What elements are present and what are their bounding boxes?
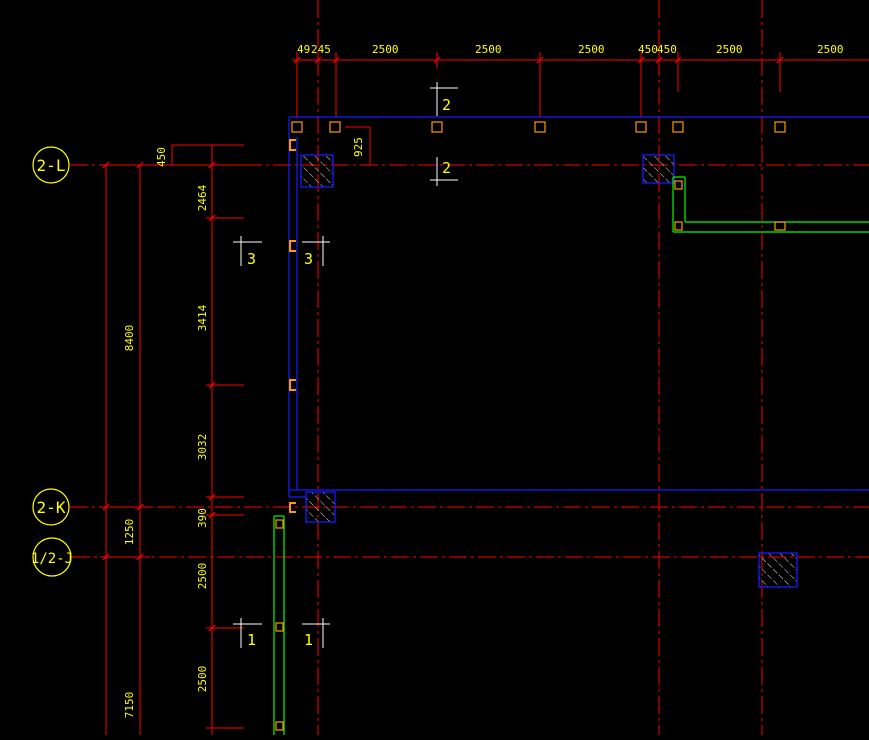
section-label: 2 (442, 96, 451, 114)
dim-text-inner: 3032 (196, 434, 209, 461)
axis-labels: 2-L 2-K 1/2-J (31, 156, 73, 567)
dim-text: 450 (638, 43, 658, 56)
section-label: 1 (247, 631, 256, 649)
axis-bubble-1-2J (32, 537, 72, 577)
axis-label-2K: 2-K (37, 498, 66, 517)
dim-text-inner: 2464 (196, 184, 209, 211)
dim-text: 2500 (817, 43, 844, 56)
dim-text: 2500 (475, 43, 502, 56)
dim-text: 245 (311, 43, 331, 56)
axis-label-1-2J: 1/2-J (31, 551, 73, 567)
dim-text-inner: 450 (155, 147, 168, 167)
dim-text: 2500 (372, 43, 399, 56)
section-label: 3 (304, 250, 313, 268)
column-2K-left (305, 491, 336, 523)
dim-text-inner: 390 (196, 508, 209, 528)
embedded-anchors (275, 121, 786, 731)
section-label: 3 (247, 250, 256, 268)
axis-bubble-2L (32, 146, 70, 184)
section-mark-texts: 2 2 3 3 1 1 (247, 96, 451, 649)
section-label: 1 (304, 631, 313, 649)
grid-lines (70, 0, 869, 735)
dim-text: 450 (657, 43, 677, 56)
axis-label-2L: 2-L (37, 156, 66, 175)
dim-text-outer: 1250 (123, 519, 136, 546)
column-2L-left (300, 154, 334, 188)
axis-bubble-2K (32, 488, 70, 526)
dim-text: 2500 (578, 43, 605, 56)
section-label: 2 (442, 159, 451, 177)
column-1-2J-right (758, 552, 798, 588)
dim-text-inner: 2500 (196, 666, 209, 693)
columns (300, 154, 798, 588)
dimension-lines (100, 52, 869, 735)
left-dimension-texts: 8400 1250 7150 450 2464 3414 3032 390 25… (123, 137, 365, 718)
top-dimension-texts: 49 245 2500 2500 2500 450 450 2500 2500 (297, 43, 844, 56)
dim-text: 49 (297, 43, 310, 56)
dim-text-inner: 3414 (196, 304, 209, 331)
orange-brackets (289, 139, 296, 513)
dimension-ticks (102, 56, 784, 632)
axis-bubbles (32, 146, 72, 577)
green-beams (273, 176, 869, 735)
dim-text: 2500 (716, 43, 743, 56)
dim-text-outer: 7150 (123, 692, 136, 719)
section-marks (233, 82, 458, 648)
dim-text-925: 925 (352, 137, 365, 157)
blue-beams (288, 116, 869, 498)
column-2L-mid (642, 154, 675, 184)
dim-text-outer: 8400 (123, 325, 136, 352)
dim-text-inner: 2500 (196, 563, 209, 590)
